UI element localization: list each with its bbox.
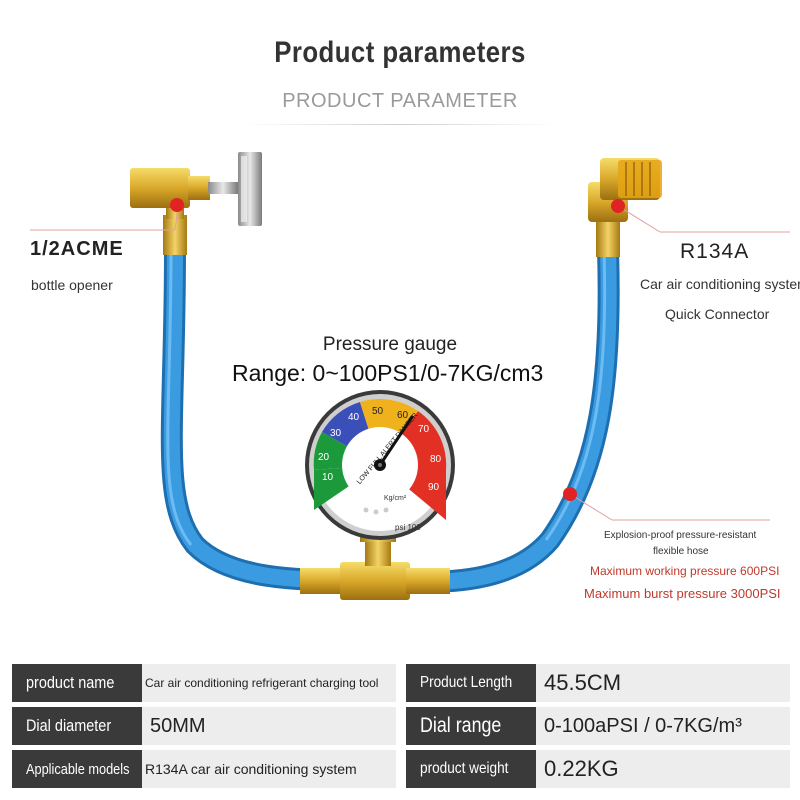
hose-description-line-1: Explosion-proof pressure-resistant bbox=[604, 530, 757, 541]
hose-working-pressure: Maximum working pressure 600PSI bbox=[590, 564, 780, 578]
pressure-gauge: psi 100 Kg/cm² LOW FULL ALERT DANGER 10 … bbox=[305, 390, 455, 540]
gauge-psi-unit: psi 100 bbox=[395, 523, 421, 532]
gauge-title: Pressure gauge bbox=[322, 334, 458, 355]
spec-key-dial-range: Dial range bbox=[406, 707, 536, 745]
spec-value-product-name: Car air conditioning refrigerant chargin… bbox=[142, 664, 396, 702]
acme-title: 1/2ACME bbox=[30, 238, 124, 260]
spec-key-dial-diameter: Dial diameter bbox=[12, 707, 142, 745]
gauge-tick-30: 30 bbox=[330, 428, 342, 439]
acme-description: bottle opener bbox=[31, 277, 113, 293]
gauge-tick-80: 80 bbox=[430, 454, 442, 465]
product-illustration: psi 100 Kg/cm² LOW FULL ALERT DANGER 10 … bbox=[30, 152, 790, 600]
spec-value-dial-range: 0-100aPSI / 0-7KG/m³ bbox=[536, 707, 790, 745]
hose-description-line-2: flexible hose bbox=[653, 546, 709, 557]
gauge-range: Range: 0~100PS1/0-7KG/cm3 bbox=[232, 360, 544, 386]
callout-markers bbox=[30, 198, 790, 521]
gauge-tick-20: 20 bbox=[318, 452, 330, 463]
gauge-kg-unit: Kg/cm² bbox=[384, 495, 407, 502]
hose-burst-pressure: Maximum burst pressure 3000PSI bbox=[584, 586, 781, 601]
spec-value-applicable-models: R134A car air conditioning system bbox=[142, 750, 396, 788]
hose-marker-dot bbox=[563, 487, 577, 501]
spec-value-product-length: 45.5CM bbox=[536, 664, 790, 702]
gauge-tick-60: 60 bbox=[397, 410, 409, 421]
r134a-description-line-2: Quick Connector bbox=[665, 306, 770, 322]
spec-key-applicable-models: Applicable models bbox=[12, 750, 142, 788]
refrigerant-hose bbox=[160, 239, 620, 593]
r134a-title: R134A bbox=[680, 240, 750, 263]
gauge-tick-labels: 10 20 30 40 50 60 70 80 90 bbox=[318, 406, 442, 493]
r134a-description-line-1: Car air conditioning system bbox=[640, 276, 800, 292]
acme-bottle-opener-fitting bbox=[130, 152, 262, 255]
spec-value-product-weight: 0.22KG bbox=[536, 750, 790, 788]
gauge-needle bbox=[378, 415, 414, 467]
gauge-tick-10: 10 bbox=[322, 472, 334, 483]
gauge-tick-70: 70 bbox=[418, 424, 430, 435]
spec-value-dial-diameter: 50MM bbox=[142, 707, 396, 745]
page-title: Product parameters bbox=[274, 36, 526, 69]
title-divider bbox=[240, 124, 560, 125]
acme-marker-dot bbox=[170, 198, 184, 212]
spec-key-product-name: product name bbox=[12, 664, 142, 702]
spec-key-product-weight: product weight bbox=[406, 750, 536, 788]
r134a-marker-dot bbox=[611, 199, 625, 213]
gauge-tick-90: 90 bbox=[428, 482, 440, 493]
gauge-tick-40: 40 bbox=[348, 412, 360, 423]
page-subtitle: PRODUCT PARAMETER bbox=[282, 90, 518, 112]
tee-fitting bbox=[300, 530, 450, 600]
gauge-tick-50: 50 bbox=[372, 406, 384, 417]
spec-key-product-length: Product Length bbox=[406, 664, 536, 702]
r134a-quick-connector bbox=[588, 158, 662, 257]
